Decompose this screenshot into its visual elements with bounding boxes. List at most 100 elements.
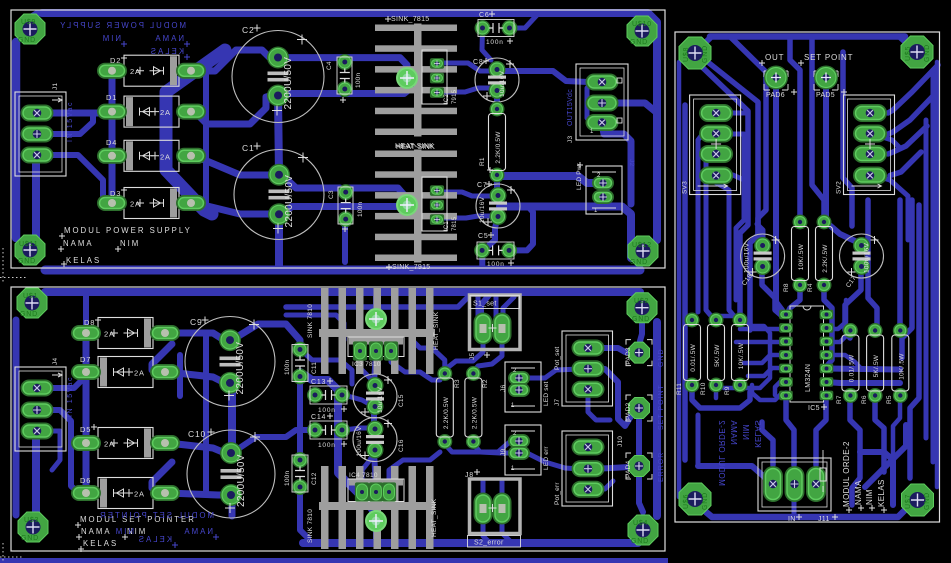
svg-text:2.2K/0.5W: 2.2K/0.5W xyxy=(495,131,502,164)
svg-text:C8: C8 xyxy=(473,59,484,66)
svg-text:2: 2 xyxy=(513,431,517,437)
svg-text:U$12: U$12 xyxy=(632,242,652,249)
svg-text:2.2K/0.5W: 2.2K/0.5W xyxy=(471,396,478,429)
svg-text:NIM: NIM xyxy=(865,489,874,505)
svg-text:MODUL POWER SUPPLY: MODUL POWER SUPPLY xyxy=(58,21,186,30)
svg-text:U$11: U$11 xyxy=(19,241,38,248)
svg-text:2A: 2A xyxy=(134,369,145,378)
svg-text:GND: GND xyxy=(702,492,709,510)
svg-text:SINK_7915: SINK_7915 xyxy=(392,264,431,271)
svg-text:PAD5: PAD5 xyxy=(816,92,835,99)
svg-text:10u/16V: 10u/16V xyxy=(499,70,506,97)
svg-text:R10: R10 xyxy=(700,382,707,395)
svg-text:U$9: U$9 xyxy=(21,19,36,26)
svg-text:2A: 2A xyxy=(130,67,141,76)
svg-text:D5: D5 xyxy=(80,425,91,434)
svg-text:1: 1 xyxy=(590,129,594,135)
svg-text:KELAS: KELAS xyxy=(66,256,101,265)
svg-text:100n: 100n xyxy=(487,261,505,268)
svg-text:NAMA: NAMA xyxy=(63,239,94,248)
svg-text:2A: 2A xyxy=(160,108,171,117)
svg-text:IC2: IC2 xyxy=(444,94,450,104)
svg-text:GND: GND xyxy=(632,316,650,323)
svg-text:2200U/50V: 2200U/50V xyxy=(235,342,246,395)
svg-text:J9: J9 xyxy=(500,449,507,456)
svg-text:C9: C9 xyxy=(190,317,202,327)
svg-text:2: 2 xyxy=(513,368,517,374)
svg-text:Pot_err: Pot_err xyxy=(554,482,561,505)
svg-text:D8: D8 xyxy=(84,318,95,327)
svg-text:R1: R1 xyxy=(479,157,486,166)
svg-text:D4: D4 xyxy=(106,138,117,147)
svg-text:7815: 7815 xyxy=(452,216,458,231)
svg-text:D7: D7 xyxy=(80,355,91,364)
svg-text:100n: 100n xyxy=(284,471,291,486)
svg-text:J1: J1 xyxy=(52,83,59,90)
svg-text:1: 1 xyxy=(594,208,598,214)
svg-text:C6: C6 xyxy=(479,12,490,19)
svg-text:1: 1 xyxy=(511,466,515,472)
svg-text:Pot_set: Pot_set xyxy=(554,347,561,370)
svg-text:J5: J5 xyxy=(469,353,476,360)
svg-text:10K/.5W: 10K/.5W xyxy=(898,353,905,380)
svg-text:GND: GND xyxy=(924,492,931,510)
svg-text:C15: C15 xyxy=(398,394,405,407)
svg-text:C3: C3 xyxy=(328,190,335,199)
svg-text:2.2K/0.5W: 2.2K/0.5W xyxy=(443,396,450,429)
svg-text:C5: C5 xyxy=(478,233,489,240)
svg-text:R4: R4 xyxy=(807,283,814,292)
svg-text:2A: 2A xyxy=(160,152,171,161)
svg-text:100n: 100n xyxy=(318,442,336,449)
svg-text:HEAT_SINK: HEAT_SINK xyxy=(433,311,440,350)
svg-text:R2: R2 xyxy=(482,379,489,388)
svg-text:GND: GND xyxy=(924,44,931,62)
svg-text:PAD3: PAD3 xyxy=(625,347,632,364)
svg-text:S2_error: S2_error xyxy=(474,540,504,547)
svg-text:GND: GND xyxy=(21,535,39,542)
svg-text:C11: C11 xyxy=(311,362,318,374)
svg-text:J7: J7 xyxy=(554,399,561,406)
svg-text:D1: D1 xyxy=(106,93,117,102)
svg-text:NAMA: NAMA xyxy=(182,527,213,536)
svg-text:GND: GND xyxy=(630,259,648,266)
svg-text:7915: 7915 xyxy=(452,89,458,104)
svg-text:100u/16V: 100u/16V xyxy=(864,242,871,273)
svg-text:MODUL POWER SUPPLY: MODUL POWER SUPPLY xyxy=(64,226,192,235)
svg-text:C12: C12 xyxy=(311,472,318,485)
svg-text:NIM: NIM xyxy=(741,424,750,440)
svg-text:IC1: IC1 xyxy=(444,221,450,231)
svg-text:2A: 2A xyxy=(134,490,145,499)
svg-text:U$1: U$1 xyxy=(23,293,38,300)
svg-text:KELAS: KELAS xyxy=(149,47,184,56)
svg-text:10u/16V: 10u/16V xyxy=(479,196,486,223)
svg-text:IN: IN xyxy=(788,516,796,523)
svg-text:NIM: NIM xyxy=(120,239,140,248)
svg-text:SV2: SV2 xyxy=(836,181,843,194)
svg-text:KELAS: KELAS xyxy=(877,479,886,507)
svg-text:KELAS: KELAS xyxy=(137,535,172,544)
svg-text:2200U/50V: 2200U/50V xyxy=(283,57,294,110)
svg-text:100n: 100n xyxy=(357,202,364,217)
svg-text:U$2: U$2 xyxy=(634,298,649,305)
svg-text:PAD4: PAD4 xyxy=(625,461,632,478)
svg-text:J3: J3 xyxy=(567,136,574,143)
svg-text:NAMA: NAMA xyxy=(854,480,863,505)
svg-text:LM324N: LM324N xyxy=(805,364,812,392)
svg-text:SV3: SV3 xyxy=(682,181,689,194)
svg-text:2A: 2A xyxy=(104,330,115,339)
svg-text:HEAT-SINK: HEAT-SINK xyxy=(395,143,434,150)
svg-text:J2: J2 xyxy=(628,159,635,166)
svg-text:R8: R8 xyxy=(783,283,790,292)
svg-text:SET POINT: SET POINT xyxy=(804,53,853,62)
svg-text:S1_set: S1_set xyxy=(473,301,497,308)
svg-text:SINK 7810: SINK 7810 xyxy=(307,304,314,338)
svg-text:U$5: U$5 xyxy=(905,46,912,61)
svg-text:HEAT-SINK: HEAT-SINK xyxy=(396,144,435,151)
svg-text:OUT15Vdc: OUT15Vdc xyxy=(567,89,574,126)
svg-text:HEAT_SINK: HEAT_SINK xyxy=(431,498,438,537)
svg-text:SINK 7810: SINK 7810 xyxy=(307,509,314,543)
svg-text:10u/16V: 10u/16V xyxy=(377,386,384,413)
svg-text:2200U/50V: 2200U/50V xyxy=(284,175,295,228)
svg-text:PAD2: PAD2 xyxy=(625,403,632,420)
svg-text:IC5: IC5 xyxy=(808,405,820,412)
